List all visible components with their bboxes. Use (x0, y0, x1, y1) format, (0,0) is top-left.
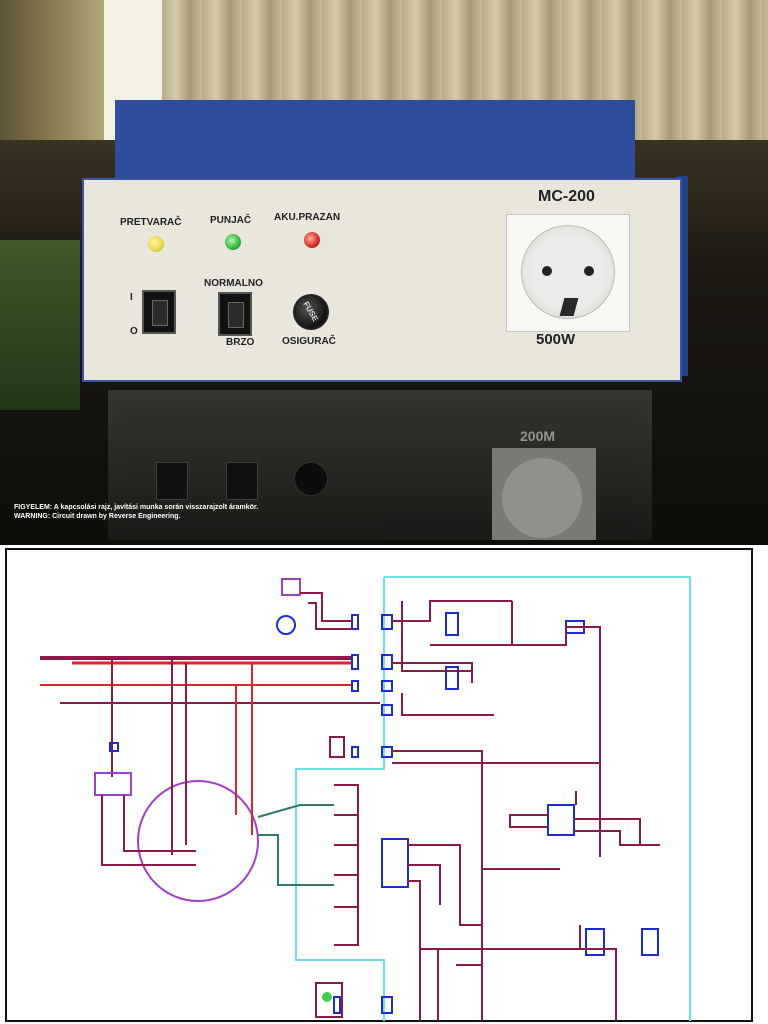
reflection-outlet (492, 448, 596, 540)
reflection-switch (156, 462, 188, 500)
led-punjac (225, 234, 241, 250)
plant-reflection (0, 240, 80, 410)
power-switch-off-mark: O (130, 326, 138, 337)
indicator-label-pretvarac: PRETVARAČ (120, 217, 182, 228)
outlet-ground-clip (559, 298, 579, 316)
schuko-outlet (506, 214, 630, 332)
enclosure-top (115, 100, 635, 182)
led-aku-prazan (304, 232, 320, 248)
reflection-model-text: 200M (520, 428, 556, 444)
model-label: MC-200 (538, 188, 595, 205)
schematic-drawing: . (5, 548, 753, 1022)
power-rating-label: 500W (536, 331, 576, 348)
mode-switch-bottom-label: BRZO (226, 337, 255, 348)
indicator-label-punjac: PUNJAČ (210, 215, 252, 226)
mode-rocker-switch[interactable] (218, 292, 252, 336)
svg-text:.: . (650, 580, 651, 584)
rocker-paddle (152, 300, 168, 326)
panel-reflection: 200M (108, 390, 652, 540)
product-photo: MC-200 PRETVARAČ PUNJAČ AKU.PRAZAN I O N… (0, 0, 768, 545)
window-light (0, 0, 110, 150)
led-pretvarac (148, 236, 164, 252)
warning-line-hu: FIGYELEM: A kapcsolási rajz, javítási mu… (14, 504, 259, 511)
reflection-socket (502, 458, 582, 538)
indicator-label-aku-prazan: AKU.PRAZAN (274, 212, 341, 223)
reflection-switch (226, 462, 258, 500)
power-rocker-switch[interactable] (142, 290, 176, 334)
outlet-pin-hole-right (584, 266, 594, 276)
mode-switch-top-label: NORMALNO (204, 278, 263, 289)
front-panel: MC-200 PRETVARAČ PUNJAČ AKU.PRAZAN I O N… (82, 178, 682, 382)
warning-caption: FIGYELEM: A kapcsolási rajz, javítási mu… (14, 503, 258, 521)
power-switch-on-mark: I (130, 292, 133, 303)
reflection-fuse (294, 462, 328, 496)
outlet-pin-hole-left (542, 266, 552, 276)
outlet-socket (521, 225, 615, 319)
circuit-schematic: . (0, 545, 768, 1024)
fuse-cap-text: FUSE (301, 300, 320, 323)
fuse-label: OSIGURAČ (282, 336, 336, 347)
warning-line-en: WARNING: Circuit drawn by Reverse Engine… (14, 513, 181, 520)
fuse-holder[interactable]: FUSE (293, 294, 329, 330)
rocker-paddle (228, 302, 244, 328)
